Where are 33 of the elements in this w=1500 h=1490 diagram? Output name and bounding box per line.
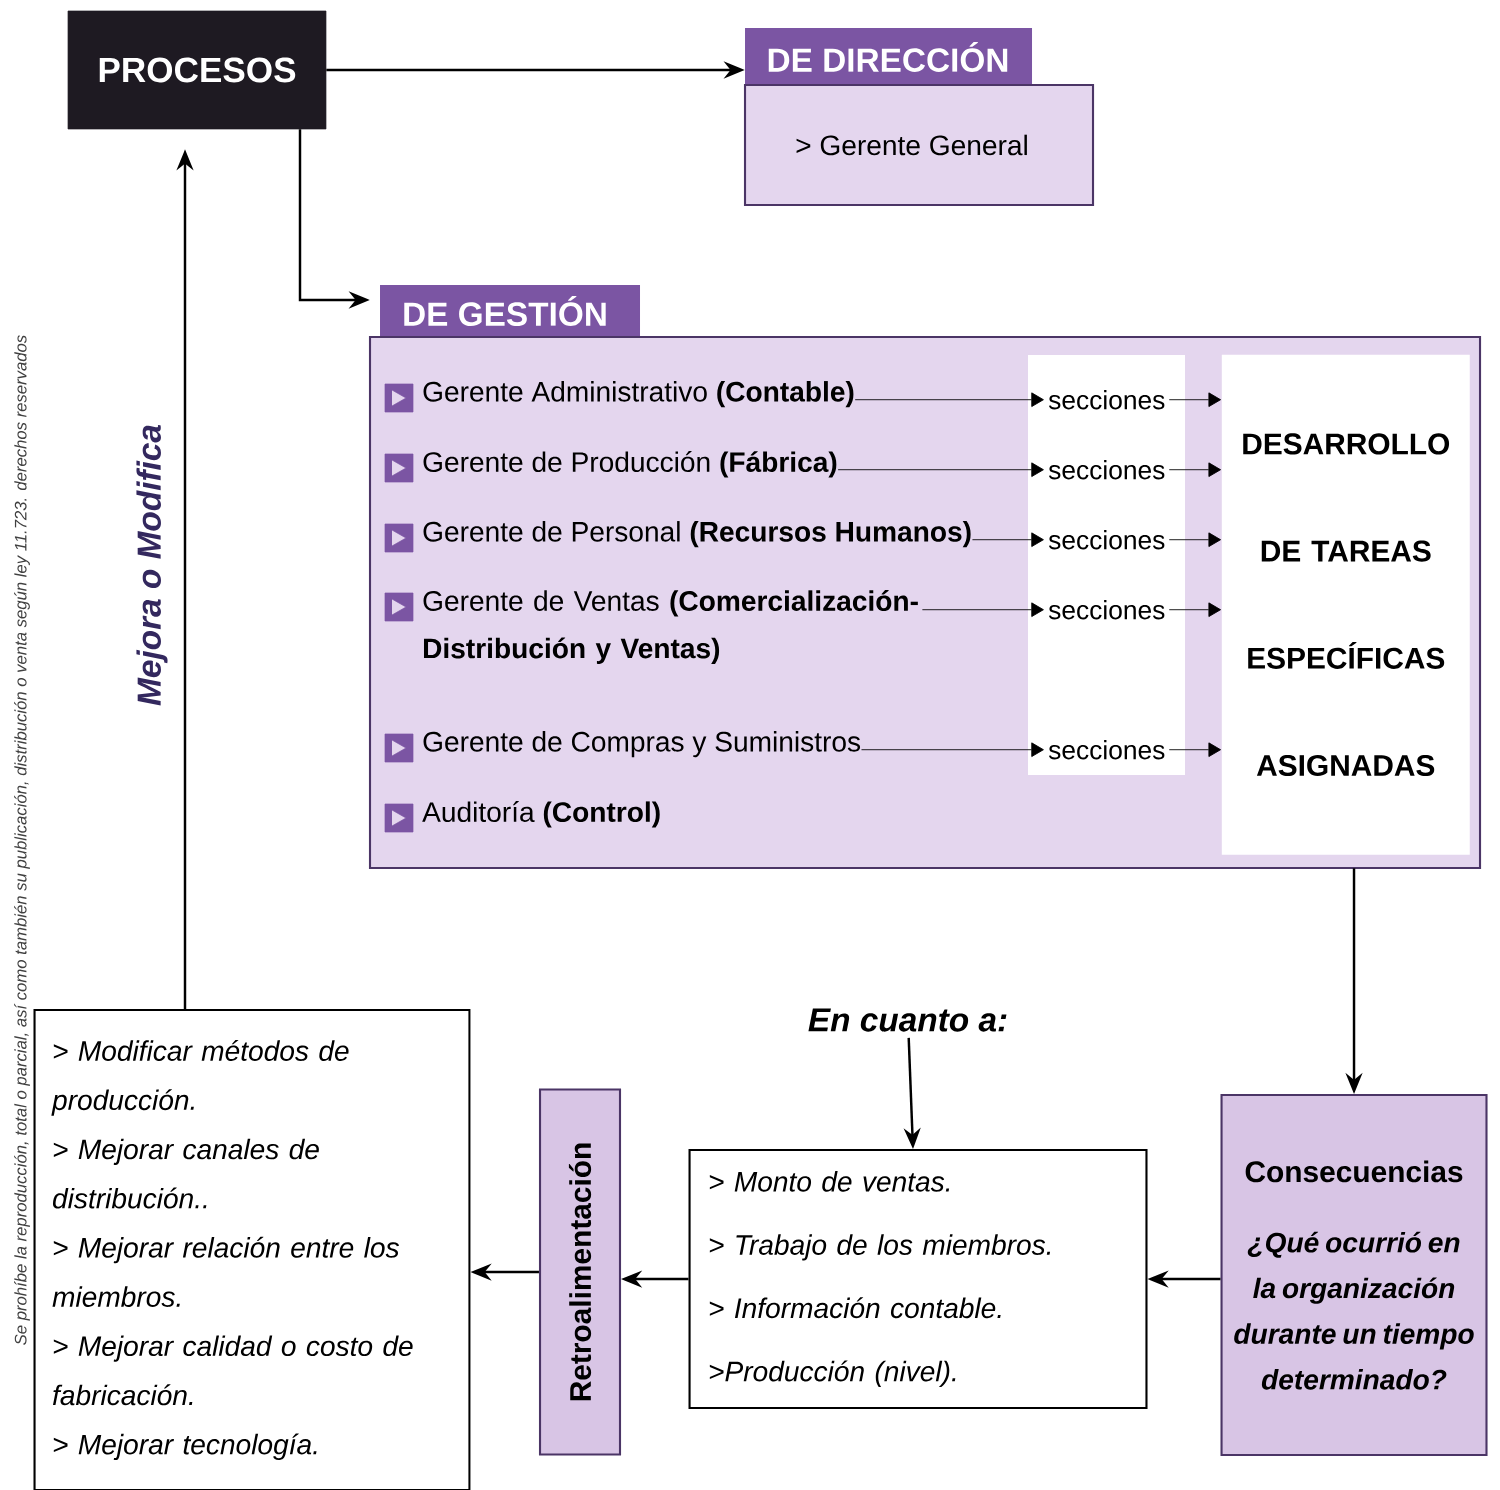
pointer-arrow (1168, 532, 1221, 547)
section-label: secciones (1048, 530, 1165, 550)
list-box: > Monto de ventas. > Trabajo de los miembros. > Información contable. >Producción (nivel). (688, 1149, 1148, 1410)
pointer-arrow (1168, 462, 1221, 477)
pointer-arrow (837, 462, 1044, 477)
list-item: Gerente de Compras y Suministros (423, 731, 861, 758)
pointer-arrow (1168, 742, 1221, 757)
pointer-arrow (1168, 392, 1221, 407)
node-label: DE GESTIÓN (404, 296, 606, 326)
node-label: DE DIRECCIÓN (768, 42, 1008, 72)
list-item: Gerente de Ventas (Comercialización- Distribución y Ventas) (423, 590, 918, 664)
list-item: Auditoría (Control) (422, 801, 660, 828)
feedback-box: Retroalimentación (538, 1088, 622, 1456)
title-box: PROCESOS (67, 10, 327, 130)
pointer-arrow (861, 742, 1044, 757)
pointer-arrow (854, 392, 1044, 407)
task-box: DESARROLLO DE TAREAS ESPECÍFICAS ASIGNADAS (1221, 354, 1470, 855)
consequence-box: Consecuencias ¿Qué ocurrió en la organización durante un tiempo determinado? (1220, 1094, 1488, 1457)
section-label: secciones (1048, 600, 1165, 620)
list-item: Gerente Administrativo (Contable) (423, 381, 854, 408)
list-item: Gerente de Producción (Fábrica) (423, 451, 837, 478)
list-item: Gerente de Personal (Recursos Humanos) (423, 521, 971, 548)
heading-text: En cuanto a: (808, 1008, 1007, 1032)
heading-box: DE DIRECCIÓN > Gerente General (743, 28, 1095, 207)
section-label: secciones (1048, 460, 1165, 480)
pointer-arrow (972, 532, 1044, 547)
section-label: secciones (1048, 390, 1165, 410)
list-box: > Modificar métodos de producción. > Mejorar canales de distribución.. > Mejorar relación entre los miembros. > Mejorar calidad o costo de fabricación. > Mejorar tecnología. (33, 1009, 471, 1490)
pointer-arrow (1168, 602, 1221, 617)
pointer-arrow (921, 602, 1044, 617)
copyright-note: Se prohíbe la reproducción, total o parcial, así como también su publicación, distribución o venta según ley 11.723. derechos reservados (14, 335, 30, 1345)
section-label: secciones (1048, 740, 1165, 760)
edge-label: Mejora o Modifica (136, 425, 168, 706)
